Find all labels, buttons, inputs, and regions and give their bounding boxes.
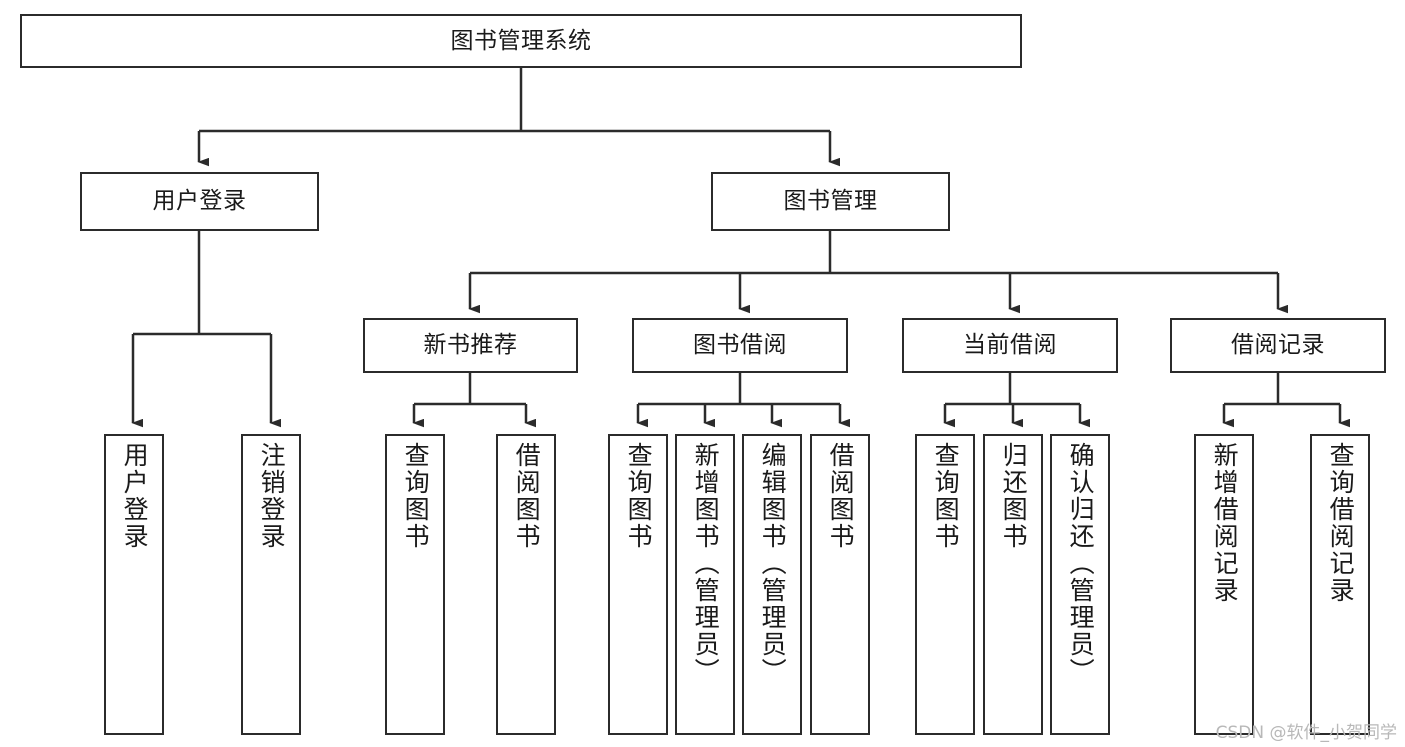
node-label: 注销登录 [257, 442, 287, 550]
node-label: 归还图书 [999, 442, 1029, 550]
node-label: 编辑图书（管理员） [758, 442, 788, 685]
node-label: 图书借阅 [693, 332, 787, 359]
leaf-book-borrow-query-book[interactable]: 查询图书 [608, 434, 668, 735]
node-book-borrow[interactable]: 图书借阅 [632, 318, 848, 373]
node-label: 图书管理 [783, 188, 878, 215]
node-label: 用户登录 [152, 188, 247, 215]
node-label: 新增借阅记录 [1210, 442, 1240, 604]
node-label: 新书推荐 [423, 332, 518, 359]
leaf-current-borrow-confirm-return-admin[interactable]: 确认归还（管理员） [1050, 434, 1110, 735]
leaf-current-borrow-return-book[interactable]: 归还图书 [983, 434, 1043, 735]
leaf-new-book-query-book[interactable]: 查询图书 [385, 434, 445, 735]
node-label: 查询图书 [931, 442, 961, 550]
leaf-book-borrow-edit-book-admin[interactable]: 编辑图书（管理员） [742, 434, 802, 735]
node-new-book-recommend[interactable]: 新书推荐 [363, 318, 578, 373]
leaf-borrow-record-query-record[interactable]: 查询借阅记录 [1310, 434, 1370, 735]
leaf-user-login-logout[interactable]: 注销登录 [241, 434, 301, 735]
leaf-new-book-borrow-book[interactable]: 借阅图书 [496, 434, 556, 735]
node-user-login[interactable]: 用户登录 [80, 172, 319, 231]
node-label: 借阅图书 [826, 442, 856, 550]
node-book-management[interactable]: 图书管理 [711, 172, 950, 231]
node-borrow-record[interactable]: 借阅记录 [1170, 318, 1386, 373]
csdn-watermark: CSDN @软件_小贺同学 [1215, 723, 1397, 743]
node-label: 查询图书 [401, 442, 431, 550]
leaf-book-borrow-add-book-admin[interactable]: 新增图书（管理员） [675, 434, 735, 735]
leaf-book-borrow-borrow-book[interactable]: 借阅图书 [810, 434, 870, 735]
node-current-borrow[interactable]: 当前借阅 [902, 318, 1118, 373]
node-label: 借阅记录 [1231, 332, 1325, 359]
node-label: 查询借阅记录 [1326, 442, 1356, 604]
node-label: 新增图书（管理员） [691, 442, 721, 685]
node-label: 借阅图书 [512, 442, 542, 550]
node-label: 查询图书 [624, 442, 654, 550]
leaf-user-login-login[interactable]: 用户登录 [104, 434, 164, 735]
node-root-book-management-system[interactable]: 图书管理系统 [20, 14, 1022, 68]
node-label: 图书管理系统 [450, 27, 592, 54]
node-label: 确认归还（管理员） [1066, 442, 1096, 685]
leaf-current-borrow-query-book[interactable]: 查询图书 [915, 434, 975, 735]
node-label: 用户登录 [120, 442, 150, 550]
leaf-borrow-record-add-record[interactable]: 新增借阅记录 [1194, 434, 1254, 735]
node-label: 当前借阅 [963, 332, 1057, 359]
